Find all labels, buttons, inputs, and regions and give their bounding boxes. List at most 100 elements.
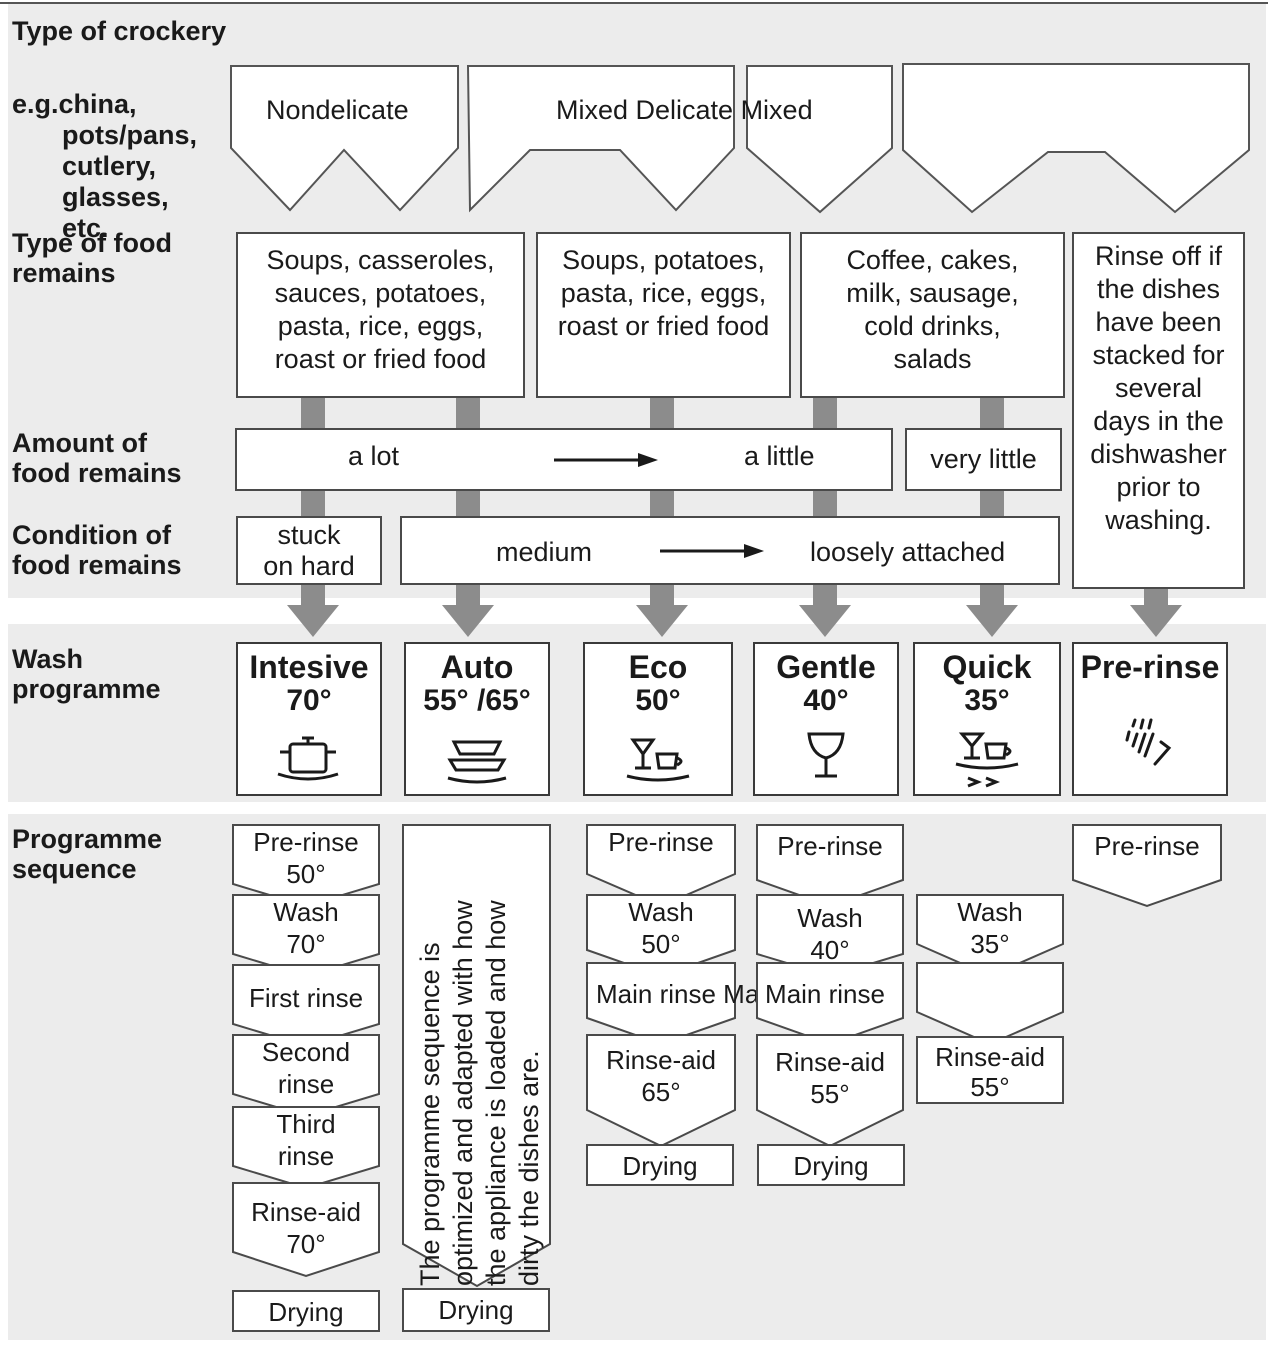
seq-quick-step-1-text: Wash 35° — [957, 897, 1023, 959]
seq-intensive-step-4: Second rinse — [232, 1034, 380, 1118]
programme-prerinse: Pre-rinse — [1072, 642, 1228, 796]
seq-gentle-step-2-text: Wash 40° — [797, 903, 863, 965]
seq-intensive-step-6-shape — [232, 1182, 380, 1278]
seq-quick-step-2-shape — [916, 962, 1064, 1046]
label-programme-sequence: Programme sequence — [12, 824, 163, 884]
seq-intensive-step-1-text: Pre-rinse 50° — [253, 827, 359, 889]
crockery-shape-mixed — [466, 65, 735, 213]
seq-gentle-step-1-text: Pre-rinse — [777, 831, 883, 861]
programme-eco: Eco 50° — [583, 642, 733, 796]
arrow-down-intensive — [287, 605, 339, 637]
label-condition-of-food-remains: Condition of food remains — [12, 520, 182, 580]
programme-prerinse-name: Pre-rinse — [1080, 649, 1220, 685]
label-amount-of-food-remains: Amount of food remains — [12, 428, 182, 488]
programme-quick: Quick 35° — [913, 642, 1061, 796]
crockery-shape-nondelicate — [230, 65, 459, 212]
plates-icon — [447, 740, 507, 784]
glass-cup-icon — [626, 738, 690, 782]
seq-intensive-step-5: Third rinse — [232, 1106, 380, 1190]
arrow-down-quick — [966, 605, 1018, 637]
seq-eco-step-3 — [586, 962, 736, 1046]
crockery-example-line: e.g.china, — [12, 89, 137, 119]
food-type-box-1: Soups, casseroles, sauces, potatoes, pas… — [236, 232, 525, 398]
amount-a-lot: a lot — [348, 441, 400, 471]
seq-intensive-step-4-shape — [232, 1034, 380, 1118]
seq-gentle-step-4-shape — [756, 1034, 904, 1148]
pot-icon — [277, 736, 339, 781]
programme-intensive-name: Intesive — [249, 649, 369, 685]
crockery-shape-glasses — [902, 63, 1250, 214]
programme-gentle: Gentle 40° — [753, 642, 899, 796]
label-crockery-examples: e.g.china,pots/pans,cutlery,glasses,etc. — [12, 58, 197, 244]
condition-medium: medium — [496, 537, 593, 567]
label-wash-programme: Wash programme — [12, 644, 161, 704]
seq-prerinse-step-1: Pre-rinse — [1072, 824, 1222, 908]
crockery-mixed-delicate-mixed: Mixed Delicate Mixed — [556, 95, 813, 125]
seq-intensive-step-1: Pre-rinse 50° — [232, 824, 380, 908]
arrow-down-auto — [442, 605, 494, 637]
seq-eco-step-2-text: Wash 50° — [628, 897, 694, 959]
crockery-example-line: pots/pans, — [62, 120, 198, 150]
seq-gentle-step-3-text: Main rinse — [765, 979, 885, 1009]
water-spray-icon — [1125, 718, 1172, 766]
seq-quick-step-3: Rinse-aid 55° — [916, 1036, 1064, 1104]
seq-gentle-step-4: Rinse-aid 55° — [756, 1034, 904, 1148]
arrow-down-gentle — [799, 605, 851, 637]
condition-arrow-icon — [660, 544, 764, 558]
seq-intensive-step-6-text: Rinse-aid 70° — [251, 1197, 361, 1259]
crockery-shapes — [230, 63, 1250, 214]
programme-eco-temp: 50° — [635, 684, 681, 717]
programme-auto: Auto 55° /65° — [404, 642, 550, 796]
food-type-box-3: Coffee, cakes, milk, sausage, cold drink… — [800, 232, 1065, 398]
condition-stuck-on-hard: stuck on hard — [236, 516, 382, 585]
programme-intensive: Intesive 70° — [236, 642, 382, 796]
seq-eco-step-4-text: Rinse-aid 65° — [606, 1045, 716, 1107]
crockery-shape-delicate — [746, 65, 893, 214]
wine-glass-icon — [807, 732, 845, 778]
crockery-nondelicate: Nondelicate — [266, 95, 409, 125]
programme-quick-name: Quick — [942, 649, 1032, 685]
programme-auto-temp: 55° /65° — [423, 684, 531, 717]
seq-intensive-step-5-text: Third rinse — [276, 1109, 336, 1171]
crockery-example-line: glasses, — [62, 182, 169, 212]
seq-gentle-step-1: Pre-rinse — [756, 824, 904, 908]
crockery-example-line: cutlery, — [62, 151, 157, 181]
amount-arrow-icon — [554, 453, 658, 467]
crockery-examples-text: e.g.china,pots/pans,cutlery,glasses,etc. — [12, 89, 197, 244]
seq-prerinse-step-1-shape — [1072, 824, 1222, 908]
seq-gentle-step-3-shape — [756, 962, 904, 1046]
programme-intensive-temp: 70° — [286, 684, 332, 717]
seq-eco-drying: Drying — [586, 1144, 734, 1186]
arrow-down-eco — [636, 605, 688, 637]
amount-very-little: very little — [905, 428, 1062, 491]
programme-gentle-temp: 40° — [803, 684, 849, 717]
label-type-of-food-remains: Type of food remains — [12, 228, 172, 288]
programme-quick-temp: 35° — [964, 684, 1010, 717]
seq-eco-step-4-shape — [586, 1034, 736, 1148]
seq-gentle-step-4-text: Rinse-aid 55° — [775, 1047, 885, 1109]
food-type-box-prerinse: Rinse off if the dishes have been stacke… — [1072, 232, 1245, 589]
seq-gentle-step-3: Main rinse — [756, 962, 904, 1046]
crockery-example-line: etc. — [62, 213, 109, 243]
seq-intensive-step-6: Rinse-aid 70° — [232, 1182, 380, 1278]
seq-eco-step-1: Pre-rinse — [586, 824, 736, 908]
seq-eco-step-4: Rinse-aid 65° — [586, 1034, 736, 1148]
seq-eco-step-1-shape — [586, 824, 736, 908]
seq-intensive-step-4-text: Second rinse — [261, 1037, 351, 1099]
seq-auto-note-text: The programme sequence is optimized and … — [415, 900, 544, 1286]
seq-prerinse-step-1-text: Pre-rinse — [1094, 831, 1200, 861]
programme-eco-name: Eco — [628, 649, 688, 685]
arrow-down-prerinse — [1130, 605, 1182, 637]
seq-auto-drying: Drying — [402, 1288, 550, 1332]
programme-auto-name: Auto — [440, 649, 514, 685]
programme-gentle-name: Gentle — [776, 649, 876, 685]
seq-quick-step-2 — [916, 962, 1064, 1046]
seq-eco-step-3-shape — [586, 962, 736, 1046]
condition-loosely-attached: loosely attached — [810, 537, 1006, 567]
top-rule — [0, 2, 1268, 4]
seq-gentle-step-1-shape — [756, 824, 904, 908]
seq-quick-step-1-shape — [916, 894, 1064, 978]
seq-intensive-step-3-text: First rinse — [248, 983, 364, 1013]
label-type-of-crockery: Type of crockery — [12, 16, 227, 46]
seq-intensive-step-2-text: Wash 70° — [273, 897, 339, 959]
